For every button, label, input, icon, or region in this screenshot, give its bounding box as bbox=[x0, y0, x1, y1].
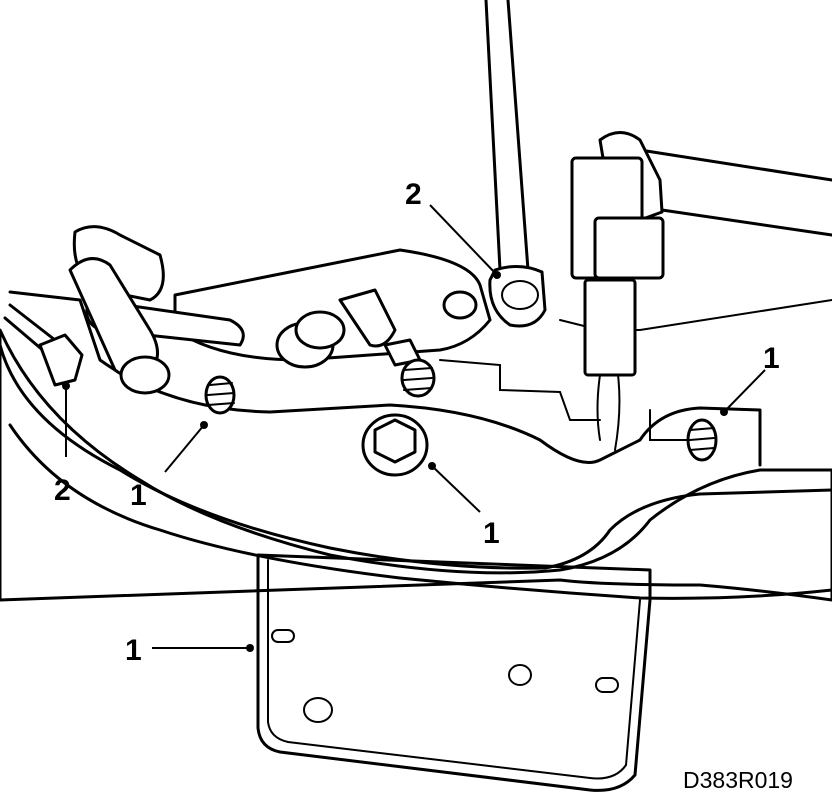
fastener-right-stud bbox=[686, 418, 718, 462]
callout-1-bolt-center: 1 bbox=[483, 517, 500, 550]
lower-bracket bbox=[256, 553, 652, 792]
callout-1-nut-left: 1 bbox=[130, 479, 147, 512]
callout-2-clip-upper: 2 bbox=[405, 178, 422, 211]
lever-arm bbox=[68, 225, 492, 395]
electrical-connector bbox=[570, 131, 832, 451]
callout-1-bracket: 1 bbox=[125, 634, 142, 667]
reference-code: D383R019 bbox=[683, 767, 793, 793]
callout-1-nut-right: 1 bbox=[763, 342, 780, 375]
fastener-left-stud bbox=[204, 375, 236, 415]
fastener-bolt-head bbox=[361, 413, 429, 477]
leaders bbox=[62, 204, 766, 652]
callout-2-clip-left: 2 bbox=[54, 474, 71, 507]
frame-panel bbox=[0, 290, 832, 602]
fastener-center-stud bbox=[400, 358, 436, 398]
control-rod bbox=[484, 0, 547, 328]
left-clip bbox=[3, 303, 84, 387]
